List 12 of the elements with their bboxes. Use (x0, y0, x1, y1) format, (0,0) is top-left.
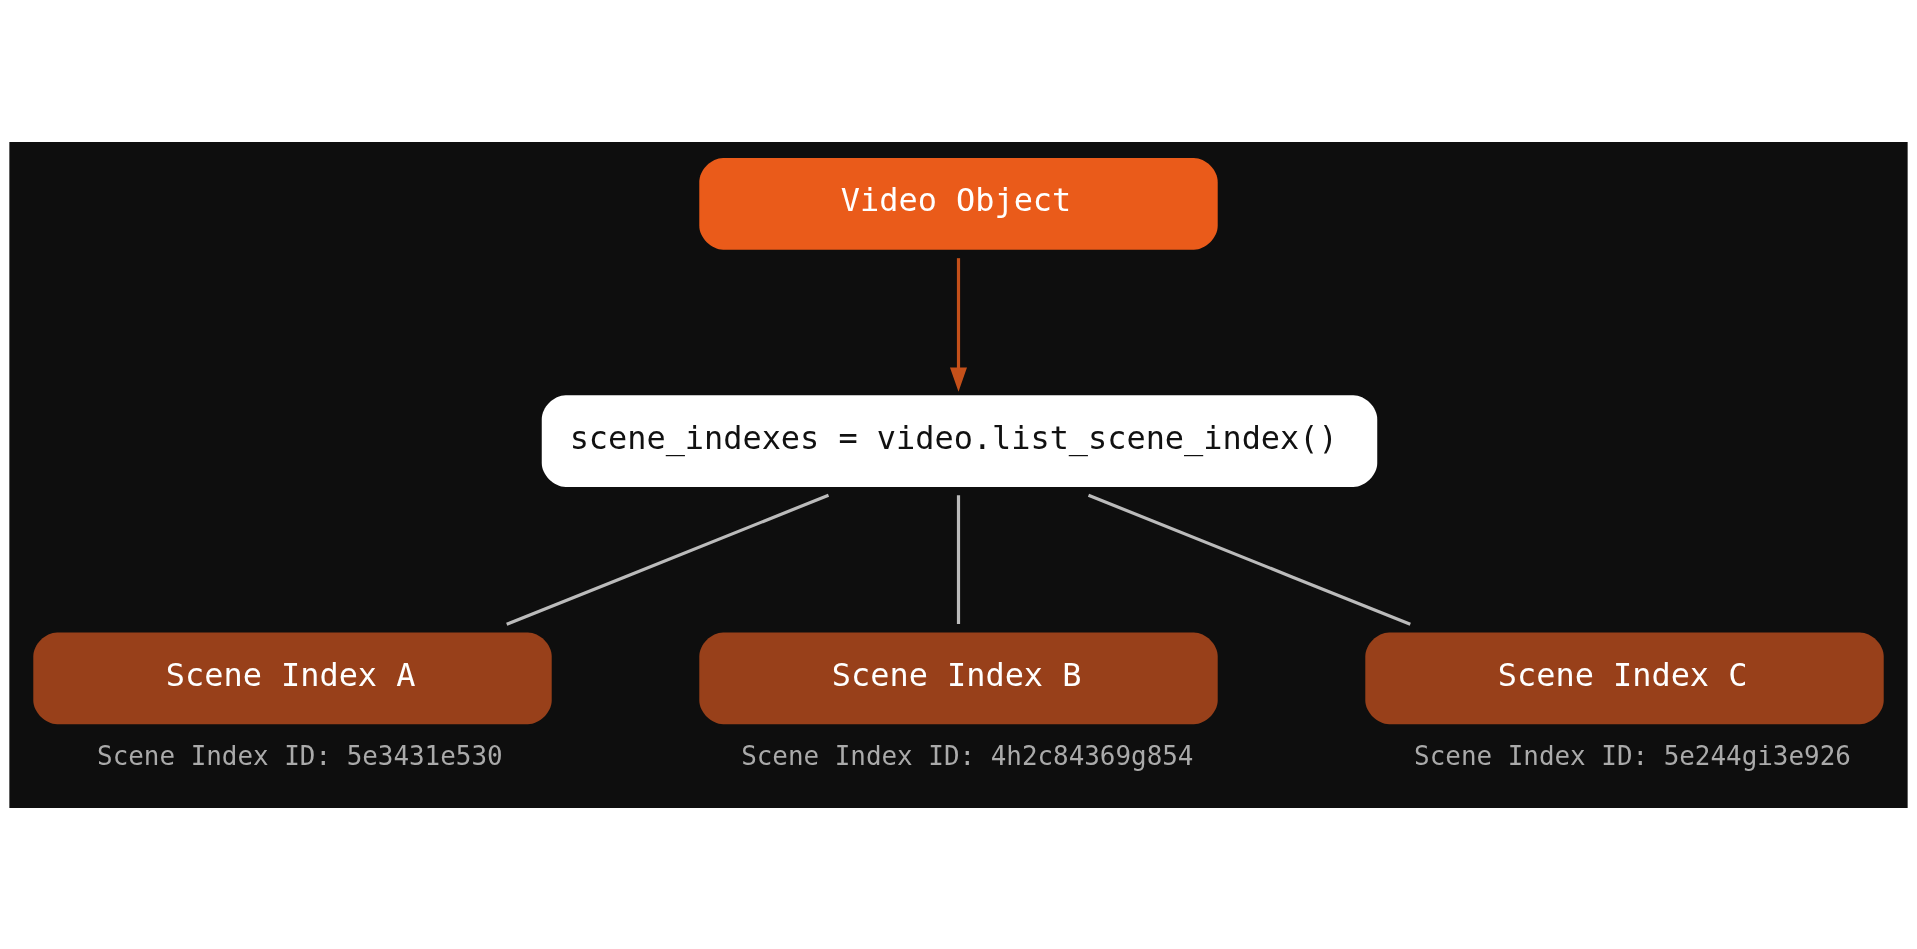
node-label: Scene Index ID: 5e244gi3e926 (1414, 740, 1851, 771)
node-box: Scene Index B (699, 632, 1218, 724)
connector (506, 493, 830, 626)
arrow (949, 257, 968, 392)
connector (1087, 493, 1411, 626)
connector (956, 494, 961, 624)
node-label: Scene Index ID: 5e3431e530 (97, 740, 503, 771)
node-box: Scene Index C (1365, 632, 1884, 724)
node-box: scene_indexes = video.list_scene_index() (541, 394, 1378, 487)
node-box: Video Object (699, 157, 1218, 250)
node-box: Scene Index A (33, 632, 552, 724)
node-label: Scene Index ID: 4h2c84369g854 (741, 740, 1194, 771)
